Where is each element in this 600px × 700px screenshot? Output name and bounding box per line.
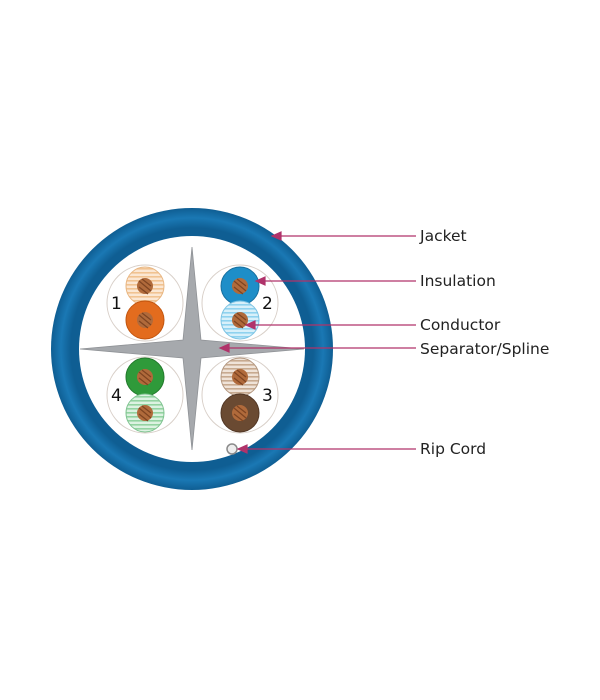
pair-2 <box>220 266 260 340</box>
label-insulation: Insulation <box>420 272 496 290</box>
pair-number-4: 4 <box>111 386 122 406</box>
leader-insulation-arrow <box>254 276 266 286</box>
pair-number-1: 1 <box>111 294 122 314</box>
pair-2-boundary <box>201 264 279 342</box>
pair-3-striped-wire <box>220 357 260 397</box>
pair-number-3: 3 <box>262 386 273 406</box>
separator-spline <box>79 246 305 451</box>
pair-2-striped-wire <box>220 300 260 340</box>
pair-3 <box>220 357 260 433</box>
pair-1 <box>125 266 165 340</box>
leader-separator-arrow <box>218 343 230 353</box>
pair-2-solid-wire <box>220 266 260 306</box>
leader-conductor-arrow <box>244 320 256 330</box>
label-separator-spline: Separator/Spline <box>420 340 549 358</box>
rip-cord <box>226 443 238 455</box>
label-conductor: Conductor <box>420 316 501 334</box>
pair-3-boundary <box>201 356 279 434</box>
pair-4-boundary <box>106 356 184 434</box>
leader-rip-cord-arrow <box>236 444 248 454</box>
pair-1-striped-wire <box>125 266 165 306</box>
pair-boundaries <box>106 264 279 434</box>
pair-number-2: 2 <box>262 294 273 314</box>
pair-1-boundary <box>106 264 184 342</box>
label-jacket: Jacket <box>419 227 467 245</box>
leader-jacket-arrow <box>270 231 282 241</box>
pair-4 <box>125 357 165 433</box>
label-rip-cord: Rip Cord <box>420 440 486 458</box>
pair-1-solid-wire <box>125 300 165 340</box>
pair-4-striped-wire <box>125 393 165 433</box>
pair-3-solid-wire <box>220 393 260 433</box>
pair-4-solid-wire <box>125 357 165 397</box>
callout-leaders <box>218 231 416 454</box>
